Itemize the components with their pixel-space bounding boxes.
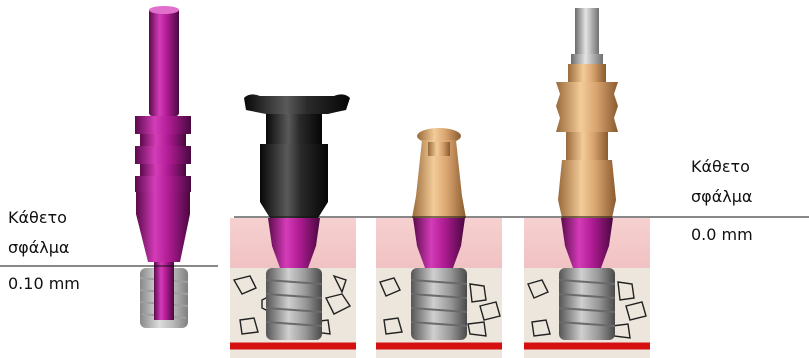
panel-2-gold-abutment [376,128,502,358]
right-label-line2: σφάλμα [691,187,752,207]
left-implant-assembly [135,6,191,328]
left-label-line2: σφάλμα [8,238,69,258]
right-label-line1: Κάθετο [691,157,750,177]
right-error-value: 0.0 mm [691,225,753,245]
panel-1-black-abutment [230,94,356,358]
left-error-value: 0.10 mm [8,274,80,294]
left-label-line1: Κάθετο [8,208,67,228]
panel-3-gold-stacked-abutment [524,8,650,358]
